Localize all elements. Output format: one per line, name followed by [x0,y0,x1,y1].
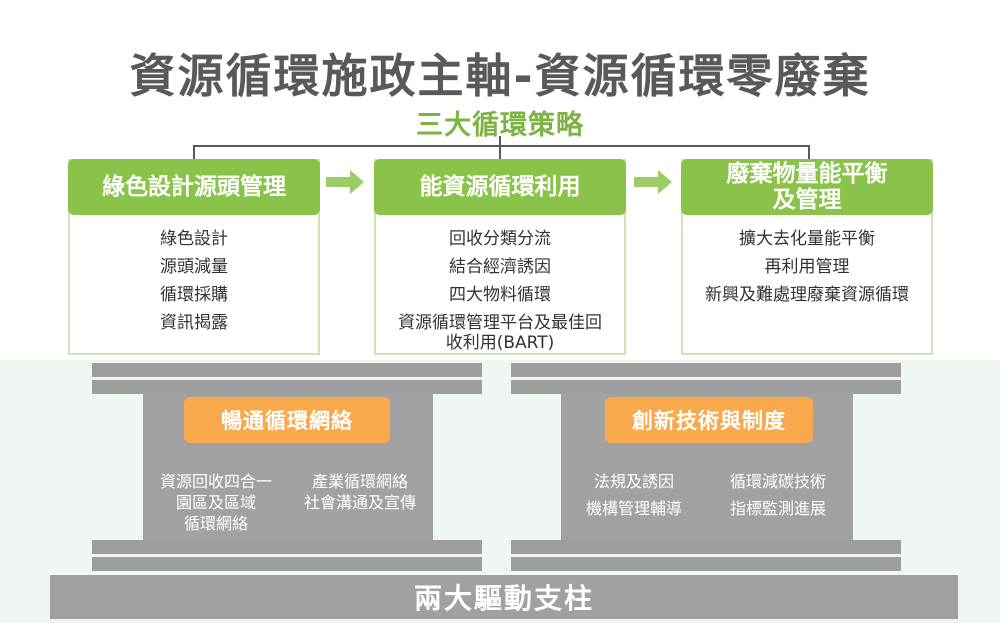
pillar-bottom-beam [92,557,482,571]
strategy-item-list: 回收分類分流 結合經濟誘因 四大物料循環 資源循環管理平台及最佳回收利用(BAR… [376,225,624,353]
pillar-item-list: 產業循環網絡 社會溝通及宣傳 [290,471,430,513]
strategy-column-resource-recycling: 能資源循環利用 回收分類分流 結合經濟誘因 四大物料循環 資源循環管理平台及最佳… [374,159,626,355]
strategy-item: 資訊揭露 [160,313,228,333]
strategy-column-green-design: 綠色設計源頭管理 綠色設計 源頭減量 循環採購 資訊揭露 [68,159,320,355]
pillar-item: 產業循環網絡 [311,472,408,491]
pillar-top-beam [92,363,482,377]
connector-stem [499,136,501,146]
strategy-item: 結合經濟誘因 [449,257,551,277]
strategy-column-waste-balance: 廢棄物量能平衡及管理 擴大去化量能平衡 再利用管理 新興及難處理廢棄資源循環 [681,159,933,355]
pillar-item-list: 資源回收四合一 園區及區域循環網絡 [146,471,286,534]
strategy-item: 源頭減量 [160,257,228,277]
pillar-item: 機構管理輔導 [585,499,682,518]
strategy-item: 新興及難處理廢棄資源循環 [705,285,909,305]
pillar-item: 法規及誘因 [593,472,674,491]
strategy-item: 資源循環管理平台及最佳回收利用(BART) [398,313,602,353]
connector-horizontal [193,145,810,147]
pillar-item-list: 法規及誘因 機構管理輔導 [566,471,702,519]
strategies-subtitle: 三大循環策略 [416,110,584,141]
pillar-item: 指標監測進展 [729,499,826,518]
connector-drop-left [193,145,195,161]
pillars-base-label: 兩大驅動支柱 [50,575,958,619]
pillar-bottom-beam [511,557,901,571]
arrow-right-icon [634,170,672,194]
strategy-item: 擴大去化量能平衡 [739,229,875,249]
arrow-right-icon [326,170,364,194]
strategy-heading: 廢棄物量能平衡及管理 [681,159,933,215]
pillar-title: 暢通循環網絡 [184,397,390,443]
page-title: 資源循環施政主軸-資源循環零廢棄 [129,49,871,103]
pillar-title: 創新技術與制度 [605,397,813,443]
strategy-item: 回收分類分流 [449,229,551,249]
pillar-item: 園區及區域循環網絡 [175,493,256,533]
pillar-item: 資源回收四合一 [159,472,272,491]
strategy-heading-text: 廢棄物量能平衡及管理 [726,161,888,213]
pillar-top-beam [92,380,482,394]
strategy-heading: 綠色設計源頭管理 [68,159,320,215]
strategy-heading: 能資源循環利用 [374,159,626,215]
pillar-item: 社會溝通及宣傳 [303,493,416,512]
strategy-item: 綠色設計 [160,229,228,249]
pillar-item-list: 循環減碳技術 指標監測進展 [710,471,846,519]
strategy-item: 再利用管理 [764,257,850,277]
pillar-top-beam [511,380,901,394]
connector-drop-right [808,145,810,161]
pillar-top-beam [511,363,901,377]
strategy-item: 四大物料循環 [449,285,551,305]
connector-drop-center [499,145,501,161]
strategy-item: 循環採購 [160,285,228,305]
pillar-bottom-beam [92,540,482,554]
strategy-item-list: 擴大去化量能平衡 再利用管理 新興及難處理廢棄資源循環 [683,225,931,309]
strategy-item-list: 綠色設計 源頭減量 循環採購 資訊揭露 [70,225,318,337]
pillar-item: 循環減碳技術 [729,472,826,491]
pillar-bottom-beam [511,540,901,554]
